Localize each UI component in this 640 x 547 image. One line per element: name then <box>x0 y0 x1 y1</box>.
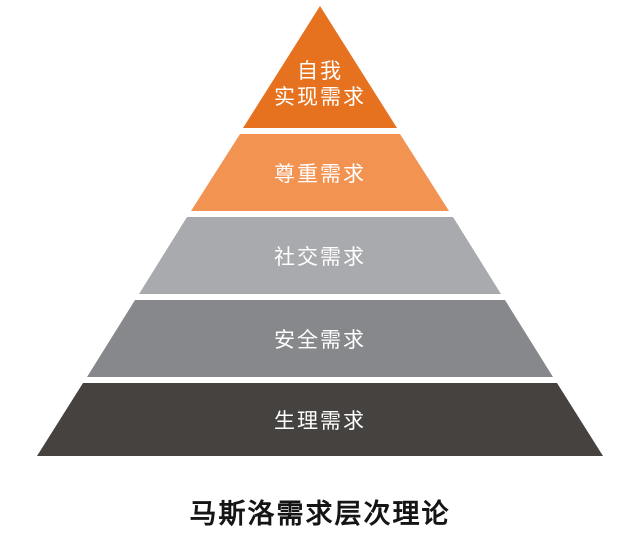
level-label-esteem: 尊重需求 <box>274 163 366 186</box>
pyramid-level-social <box>139 217 501 294</box>
level-label-self-actualization-line2: 实现需求 <box>274 86 366 109</box>
level-label-safety: 安全需求 <box>274 329 366 352</box>
diagram-title: 马斯洛需求层次理论 <box>189 499 451 529</box>
pyramid-level-physiological <box>37 383 603 456</box>
pyramid-level-esteem <box>191 134 449 211</box>
level-label-physiological: 生理需求 <box>274 410 366 433</box>
pyramid-level-self-actualization <box>243 6 397 128</box>
level-label-social: 社交需求 <box>274 246 366 269</box>
pyramid: 自我 实现需求 尊重需求 社交需求 安全需求 生理需求 <box>37 6 603 456</box>
level-label-self-actualization-line1: 自我 <box>297 60 343 83</box>
pyramid-level-safety <box>87 300 553 377</box>
